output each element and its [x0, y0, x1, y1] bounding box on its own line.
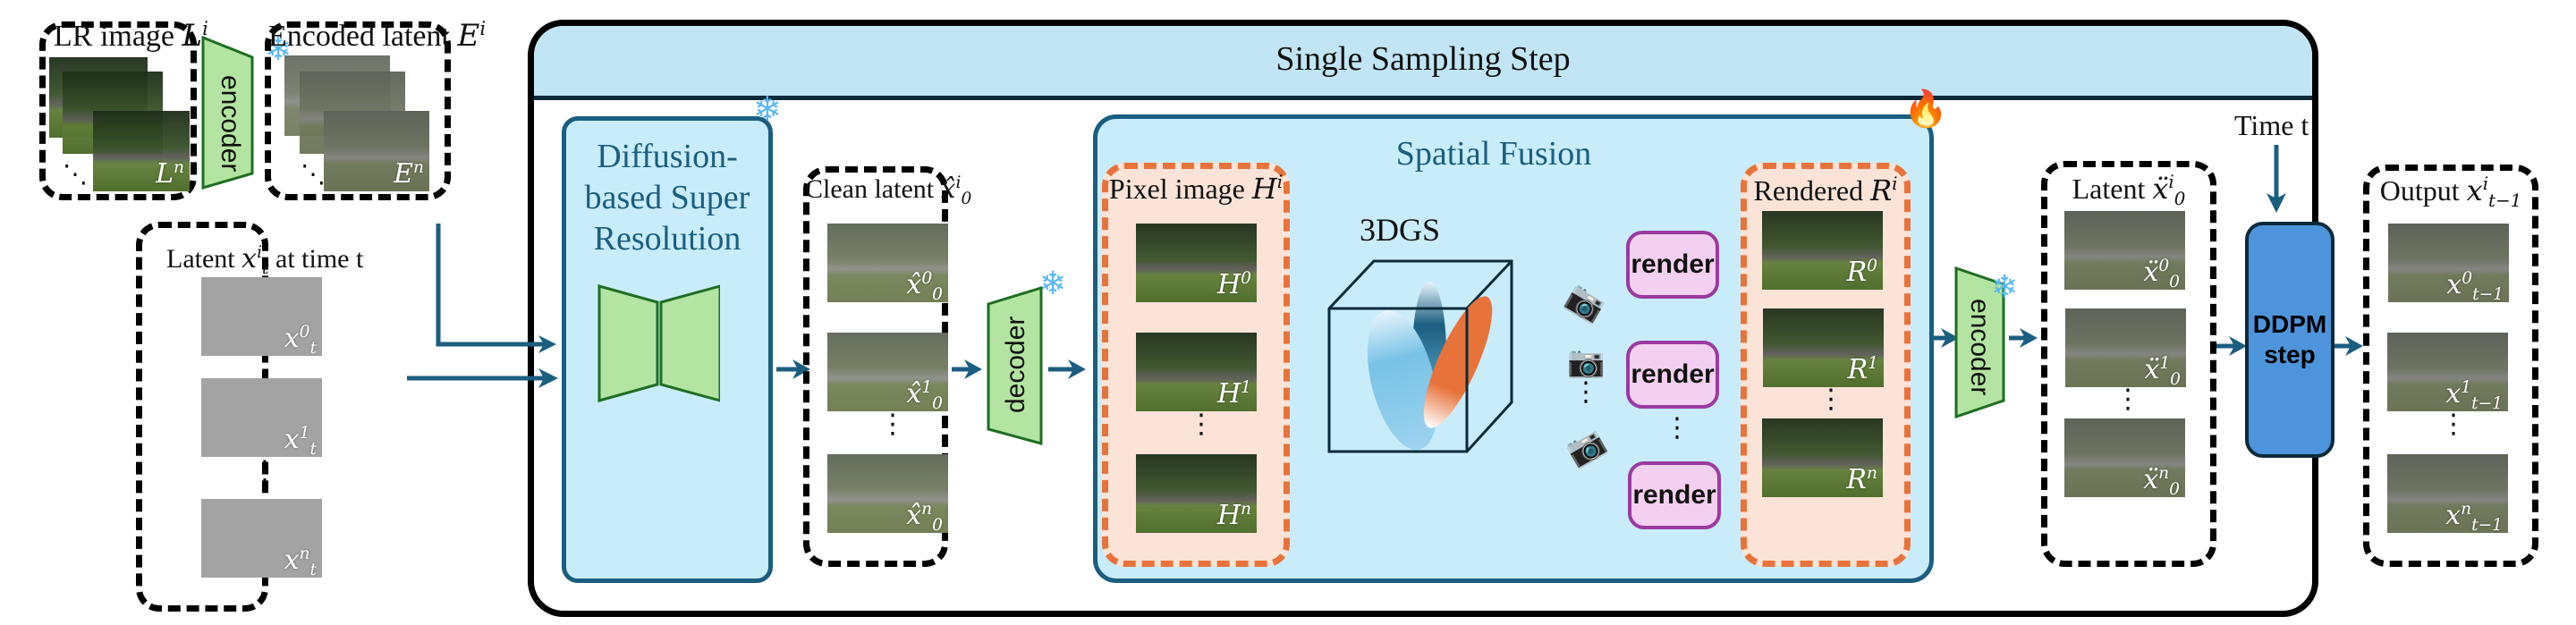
pixel-image-thumb-1: H1: [1136, 333, 1257, 411]
ddpm-step-label: DDPM step: [2252, 310, 2327, 368]
encoder-right-label: encoder: [1965, 299, 1995, 396]
refined-latent-thumb-1: ẍ10: [2065, 308, 2186, 388]
vertical-ellipsis: ⋮: [2440, 409, 2467, 440]
refined-latent-thumb-0: ẍ00: [2064, 211, 2185, 291]
clean-latent-thumb-1: x̂10: [827, 333, 948, 412]
refined-latent-label: Latent ẍi0: [2072, 172, 2186, 210]
arrow-clean-to-decoder: [952, 359, 982, 379]
pixel-image-label: Pixel image Hi: [1108, 172, 1284, 206]
sampling-step-title: Single Sampling Step: [1275, 40, 1571, 78]
rendered-thumb-n: Rn: [1762, 418, 1883, 497]
arrow-fusion-to-encoder: [1930, 328, 1959, 348]
lr-image-label: LR image Li: [54, 16, 208, 54]
lr-image-group: [39, 21, 197, 200]
render-button-n: render: [1628, 461, 1721, 529]
arrow-latent-to-ddpm: [2216, 336, 2247, 356]
pixel-image-thumb-0: H0: [1136, 224, 1257, 302]
fire-icon: 🔥: [1903, 89, 1948, 129]
gs-label: 3DGS: [1360, 212, 1441, 248]
spatial-fusion-title: Spatial Fusion: [1395, 135, 1592, 173]
noisy-latent-label: Latent xit at time t: [166, 243, 364, 278]
input-arrows: [407, 224, 558, 388]
gaussian-cube-icon: [1327, 259, 1513, 453]
encoded-latent-group: [265, 21, 451, 200]
noisy-latent-thumb-1: x1t: [201, 378, 322, 458]
encoded-latent-label: Encoded latent Ei: [268, 16, 487, 54]
diffusion-sr-label: Diffusion- based Super Resolution: [584, 138, 750, 258]
vertical-ellipsis: ⋮: [879, 409, 906, 440]
ddpm-step-module: [2245, 222, 2334, 458]
encoder-right: [1954, 266, 2005, 419]
rendered-thumb-1: R1: [1763, 308, 1884, 387]
arrow-ddpm-to-output: [2334, 336, 2363, 356]
noisy-latent-thumb-n: xnt: [201, 499, 322, 579]
rendered-label: Rendered Ri: [1753, 173, 1898, 207]
refined-latent-group: [2041, 161, 2216, 567]
refined-latent-thumb-n: ẍn0: [2064, 418, 2185, 498]
clean-latent-thumb-n: x̂n0: [827, 454, 948, 534]
render-button-0: render: [1626, 231, 1719, 299]
single-sampling-step-panel: [528, 20, 2318, 617]
vertical-ellipsis: ⋮: [1572, 376, 1599, 408]
render-button-1: render: [1626, 341, 1719, 409]
time-label: Time t: [2234, 109, 2309, 141]
clean-latent-label: Clean latent x̂i0: [805, 173, 972, 208]
clean-latent-thumb-0: x̂00: [827, 224, 948, 303]
arrow-encoder-to-latent: [2009, 328, 2038, 348]
output-thumb-1: x1t−1: [2387, 333, 2508, 412]
snowflake-icon: ❄: [1991, 269, 2019, 305]
arrow-time-to-ddpm: [2267, 145, 2286, 213]
snowflake-icon: ❄: [1039, 266, 1067, 301]
lr-image-thumb-front: Ln: [93, 111, 190, 191]
camera-icon: 📷: [1567, 346, 1606, 379]
vertical-ellipsis: ⋮: [251, 455, 278, 486]
decoder: [987, 285, 1043, 445]
sampling-step-header: [534, 26, 2312, 100]
lr-image-tag: Ln: [156, 158, 184, 190]
decoder-label: decoder: [1001, 316, 1030, 413]
pixel-image-thumb-n: Hn: [1136, 454, 1257, 533]
output-thumb-0: x0t−1: [2388, 224, 2509, 303]
rendered-thumb-0: R0: [1762, 211, 1883, 290]
snowflake-icon: ❄: [753, 91, 782, 129]
encoded-latent-tag: En: [394, 158, 424, 190]
vertical-ellipsis: ⋮: [1188, 409, 1215, 440]
output-group: [2363, 165, 2538, 567]
vertical-ellipsis: ⋮: [2114, 384, 2141, 415]
output-thumb-n: xnt−1: [2387, 454, 2508, 534]
noisy-latent-thumb-0: x0t: [201, 277, 322, 357]
ellipsis-diagonal: ⋱: [301, 161, 326, 189]
arrow-sr-to-clean: [776, 359, 810, 379]
output-label: Output xit−1: [2379, 173, 2522, 212]
vertical-ellipsis: ⋮: [1818, 384, 1844, 415]
encoder-top-label: encoder: [216, 75, 245, 173]
encoded-latent-thumb-front: En: [324, 111, 429, 191]
unet-icon: [597, 284, 720, 402]
vertical-ellipsis: ⋮: [1664, 412, 1690, 443]
ellipsis-diagonal: ⋱: [63, 161, 88, 189]
arrow-decoder-to-fusion: [1048, 359, 1086, 379]
encoder-top: [201, 35, 254, 190]
